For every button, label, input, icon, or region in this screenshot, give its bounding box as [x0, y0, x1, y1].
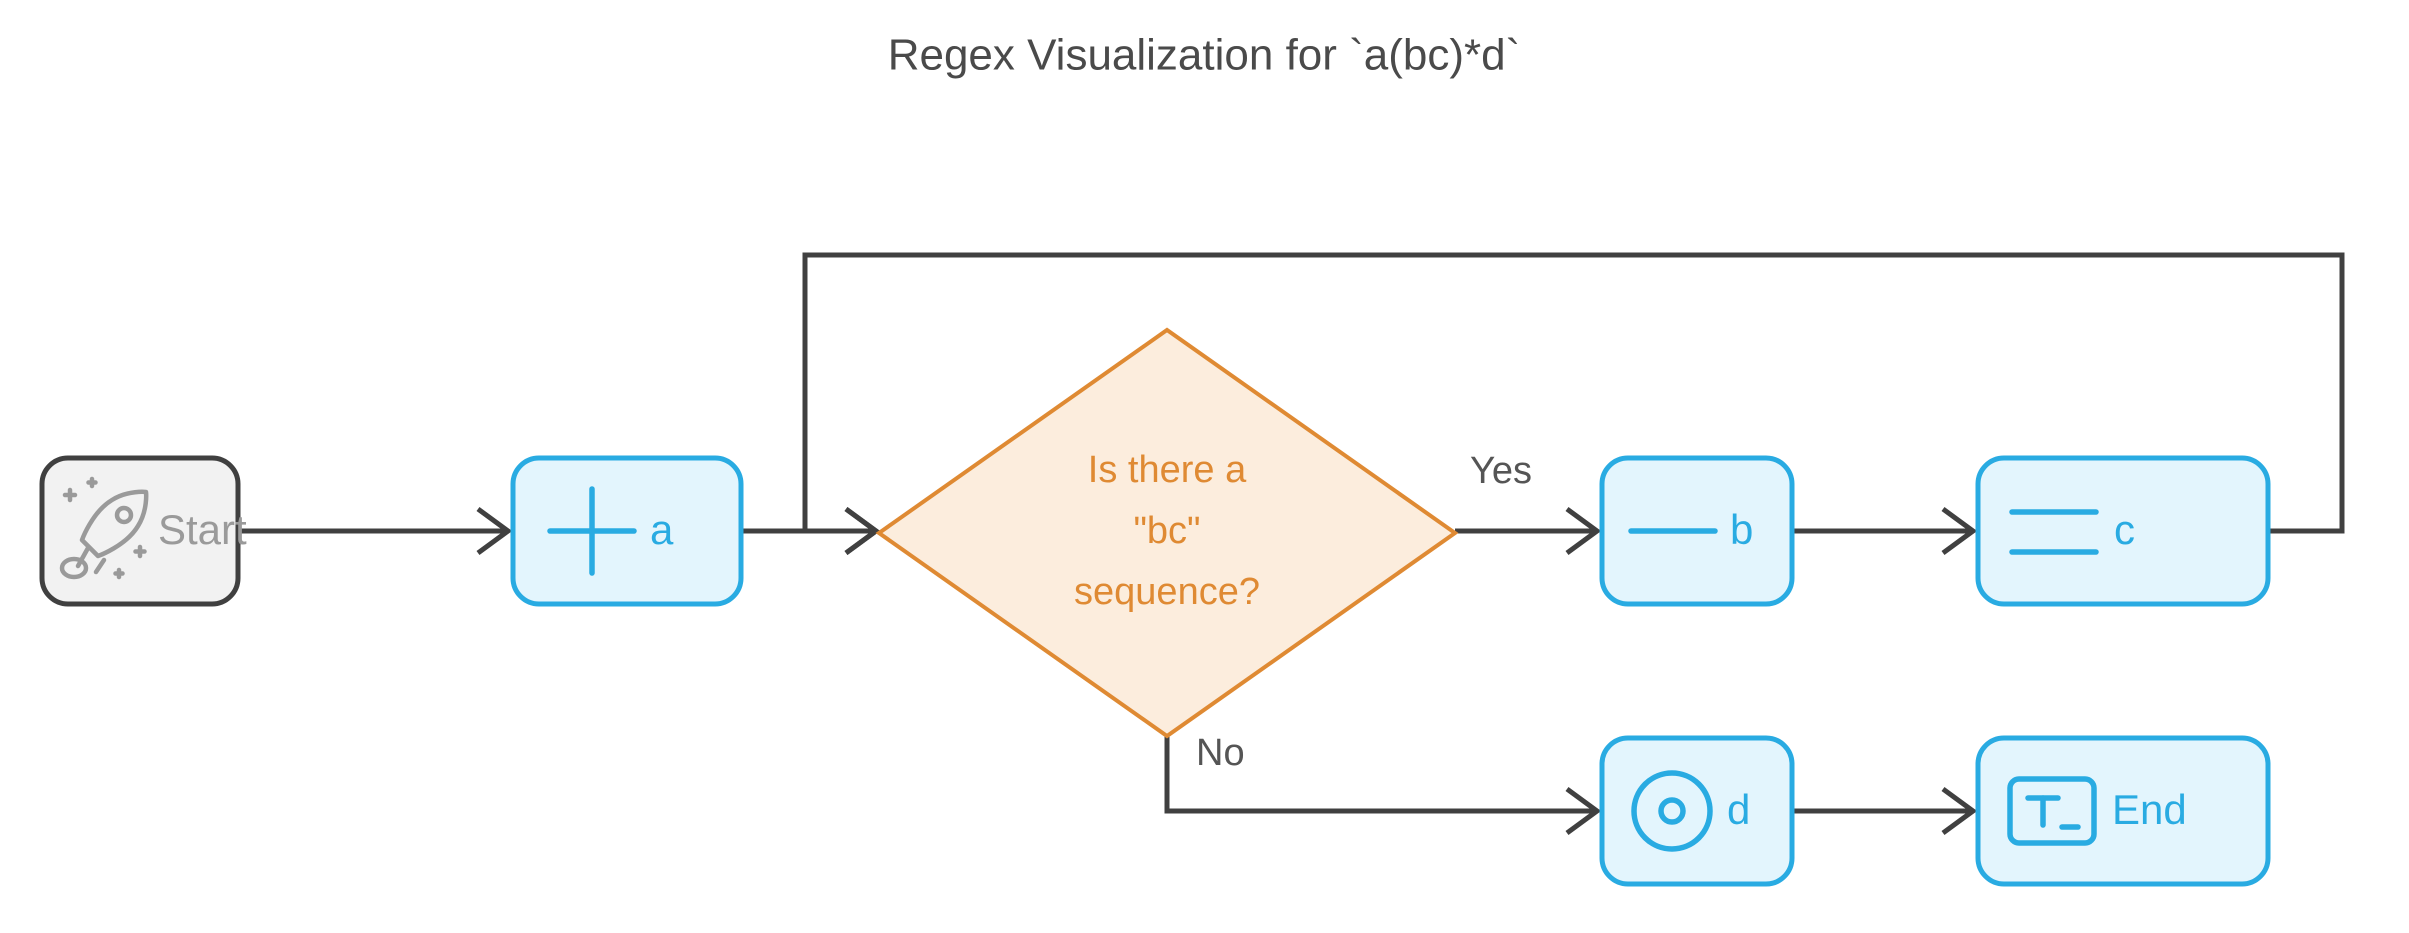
- arrowhead-icon: [1941, 506, 1978, 556]
- edge-start-a: [238, 506, 513, 556]
- node-b-label: b: [1730, 506, 1753, 553]
- node-d-box[interactable]: [1599, 735, 1795, 887]
- arrowhead-icon: [1565, 786, 1602, 836]
- edge-decision-b: Yes: [1455, 450, 1602, 556]
- arrowhead-icon: [1941, 786, 1978, 836]
- node-a-label: a: [650, 506, 674, 553]
- edge-label-no: No: [1196, 732, 1245, 774]
- arrowhead-icon: [1565, 506, 1602, 556]
- equals-icon: [2009, 509, 2099, 555]
- arrowhead-icon: [476, 506, 513, 556]
- node-c-box[interactable]: [1975, 455, 2271, 607]
- node-decision-shape[interactable]: [875, 327, 1459, 739]
- edge-line: [1164, 736, 1597, 814]
- node-c-label: c: [2114, 506, 2135, 553]
- node-decision-line-2: "bc": [1133, 510, 1200, 552]
- node-a[interactable]: a: [510, 455, 744, 607]
- node-b[interactable]: b: [1599, 455, 1795, 607]
- record-dot-icon: [1631, 770, 1713, 852]
- node-end[interactable]: End: [1975, 735, 2271, 887]
- node-end-box[interactable]: [1975, 735, 2271, 887]
- edge-d-end: [1792, 786, 1978, 836]
- arrowhead-icon: [844, 506, 881, 556]
- node-start-box[interactable]: [39, 455, 241, 607]
- node-start-label: Start: [158, 506, 247, 553]
- edge-b-c: [1792, 506, 1978, 556]
- node-c[interactable]: c: [1975, 455, 2271, 607]
- text-cursor-box-icon: [2007, 776, 2097, 846]
- page-title: Regex Visualization for `a(bc)*d`: [888, 31, 1521, 80]
- node-end-label: End: [2112, 786, 2187, 833]
- rocket-sparkle-icon: [59, 476, 149, 580]
- node-d-label: d: [1727, 786, 1750, 833]
- node-decision-line-3: sequence?: [1074, 571, 1260, 613]
- node-start[interactable]: Start: [39, 455, 247, 607]
- node-d[interactable]: d: [1599, 735, 1795, 887]
- edge-decision-d: No: [1164, 732, 1602, 836]
- node-decision[interactable]: Is there a "bc" sequence?: [875, 327, 1459, 739]
- edge-line: [802, 252, 2345, 534]
- edge-label-yes: Yes: [1470, 450, 1532, 492]
- plus-icon: [547, 486, 637, 576]
- node-decision-line-1: Is there a: [1088, 449, 1247, 491]
- edge-c-decision-loop: [802, 252, 2345, 556]
